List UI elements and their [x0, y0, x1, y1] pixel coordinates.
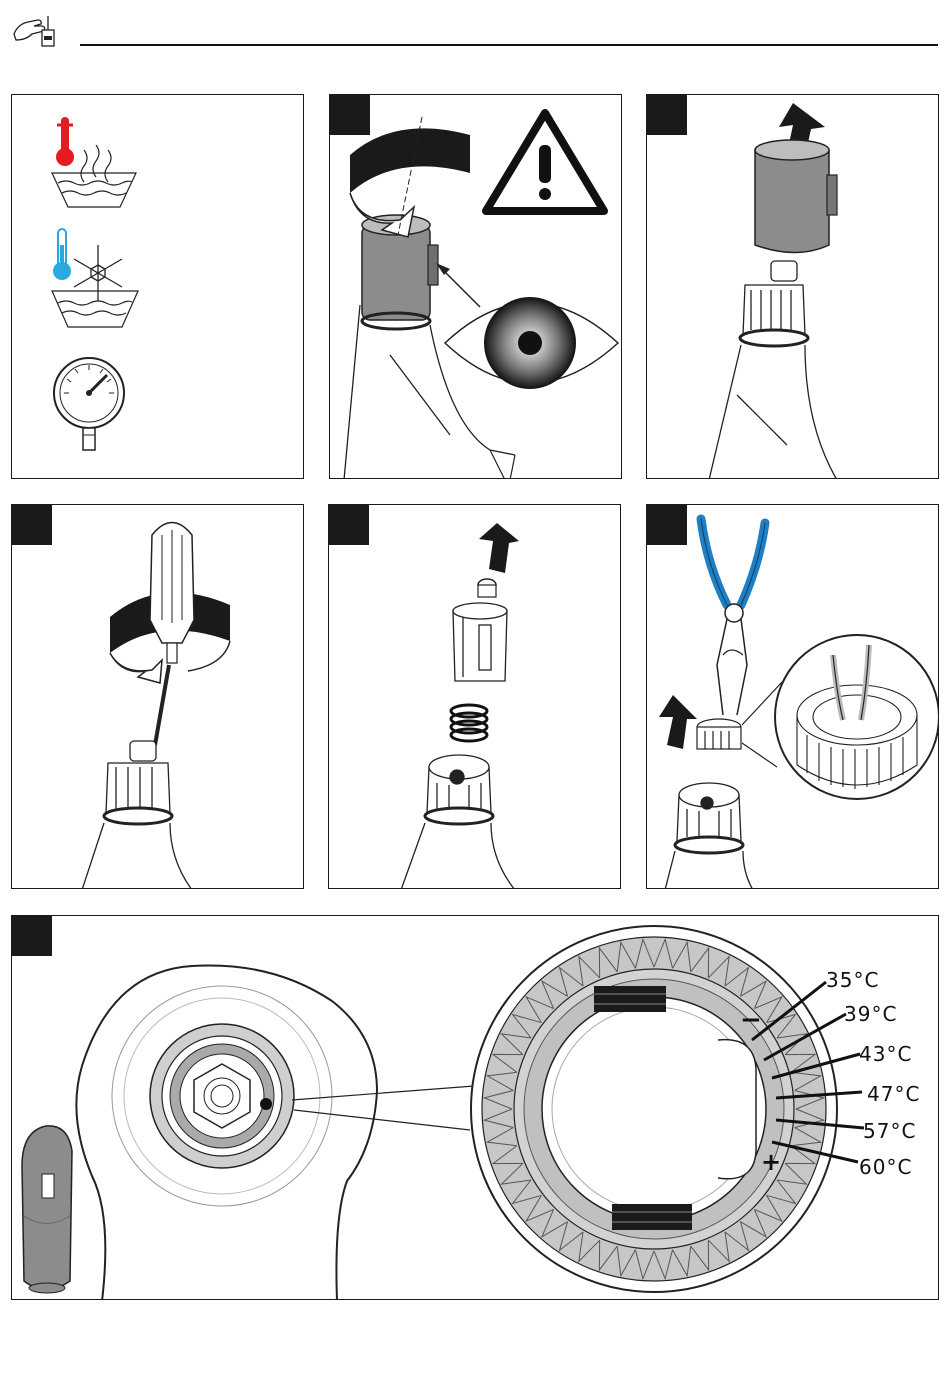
panel-step-exploded-parts — [328, 504, 621, 889]
warning-triangle-icon — [486, 113, 604, 211]
panel-step-pliers — [646, 504, 939, 889]
temp-label-39: 39°C — [844, 1002, 897, 1026]
panel-step-screwdriver — [11, 504, 304, 889]
panel-conditions — [11, 94, 304, 479]
temp-label-60: 60°C — [859, 1155, 912, 1179]
header-icon — [12, 10, 60, 50]
panel-step-remove-handle — [329, 94, 622, 479]
minus-sign: − — [740, 1005, 762, 1035]
cold-water-snowflake-icon — [52, 229, 138, 327]
plus-sign: + — [761, 1148, 781, 1176]
panel-step-lift-handle — [646, 94, 939, 479]
temp-label-57: 57°C — [863, 1119, 916, 1143]
pressure-gauge-icon — [54, 358, 124, 450]
temp-label-43: 43°C — [859, 1042, 912, 1066]
hot-water-thermometer-icon — [52, 117, 136, 207]
temp-label-47: 47°C — [867, 1082, 920, 1106]
header-rule — [80, 44, 938, 46]
eye-icon — [445, 297, 618, 389]
temp-label-35: 35°C — [826, 968, 879, 992]
panel-step-temperature-adjust: − + 35°C 39°C 43°C 47°C 57°C 60°C — [11, 915, 939, 1300]
